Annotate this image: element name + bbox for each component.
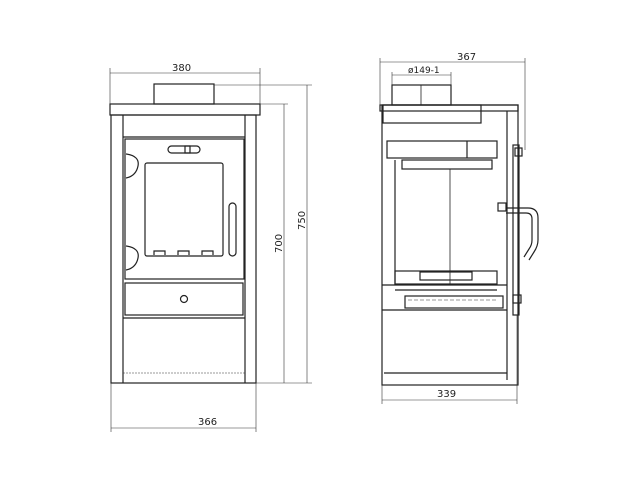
air-slider xyxy=(167,145,201,154)
dim-750: 750 xyxy=(297,211,308,230)
dim-367: 367 xyxy=(457,52,476,63)
dim-700: 700 xyxy=(274,234,285,253)
door xyxy=(124,138,245,280)
baffle xyxy=(401,159,493,170)
top-plate xyxy=(109,103,261,116)
ash-drawer-side xyxy=(404,295,504,309)
ash-drawer xyxy=(124,282,244,316)
drawer-knob xyxy=(179,294,189,304)
door-glass xyxy=(144,162,224,257)
dim-366: 366 xyxy=(198,417,217,428)
front-view: 380 366 700 750 xyxy=(109,63,312,432)
firebricks xyxy=(153,250,214,255)
door-profile xyxy=(512,144,520,316)
hinge-bottom xyxy=(125,245,139,271)
hinge-top xyxy=(125,153,139,179)
grate xyxy=(419,271,473,281)
dim-339: 339 xyxy=(437,389,456,400)
side-body xyxy=(381,104,519,386)
side-view: 367 ø149-1 339 xyxy=(379,52,539,404)
side-handle xyxy=(506,207,539,261)
flue-collar xyxy=(153,83,215,105)
flue-collar-side xyxy=(391,84,452,106)
dim-380: 380 xyxy=(172,63,191,74)
body xyxy=(110,114,257,384)
firebed xyxy=(394,270,498,285)
dim-flue-diameter: ø149-1 xyxy=(408,66,440,76)
door-handle xyxy=(228,202,237,257)
